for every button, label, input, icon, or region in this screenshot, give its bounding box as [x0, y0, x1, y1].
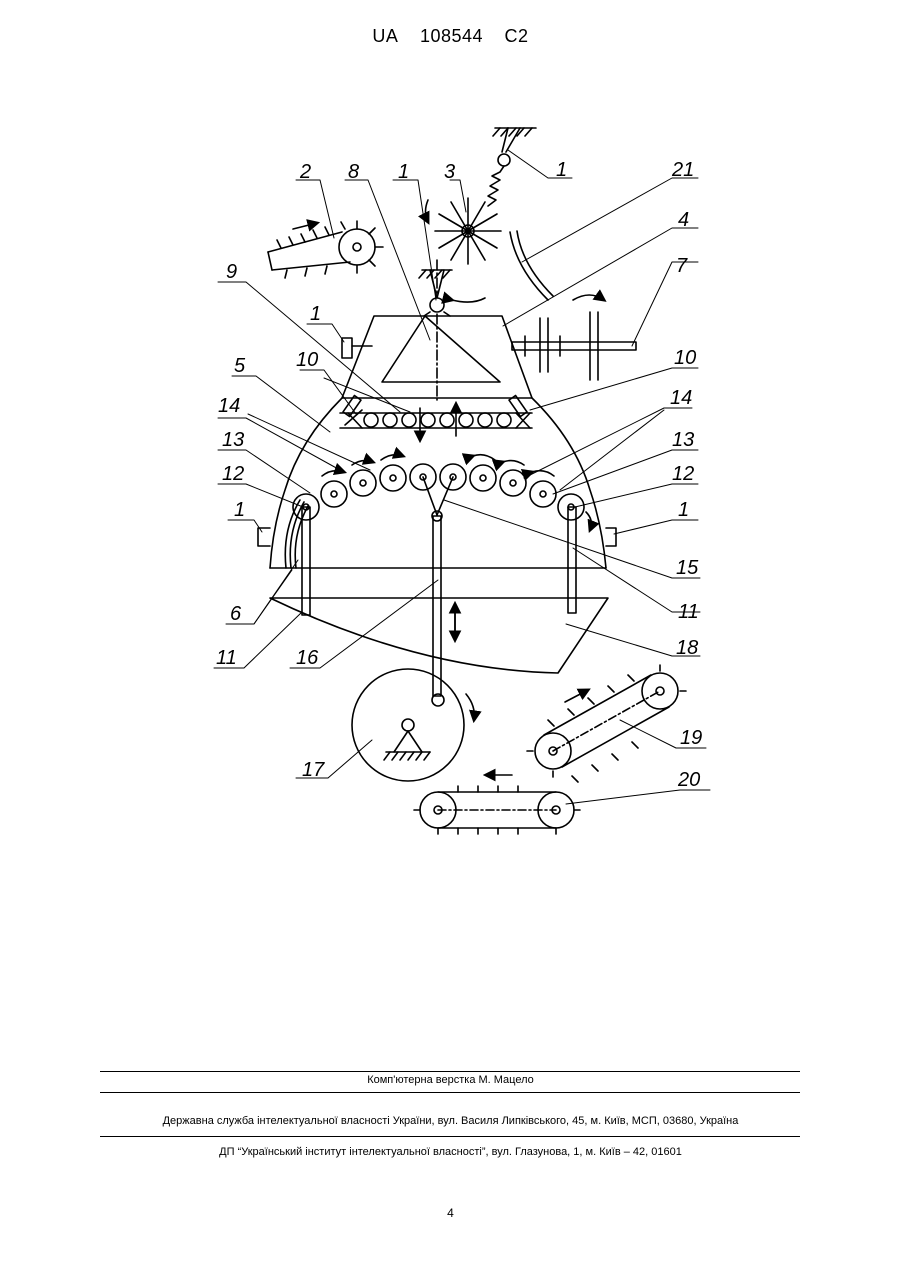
label-1: 1 [556, 159, 567, 181]
ceiling-mount [488, 128, 536, 206]
leader-lines [214, 150, 710, 804]
label-10: 10 [674, 347, 696, 369]
layout-credit: Комп'ютерна верстка М. Мацело [0, 1074, 901, 1086]
feed-conveyor [268, 221, 383, 278]
label-1: 1 [234, 499, 245, 521]
curved-guard [510, 231, 553, 300]
label-14: 14 [670, 387, 692, 409]
label-10: 10 [296, 349, 318, 371]
label-13: 13 [672, 429, 694, 451]
label-11: 11 [678, 601, 699, 623]
lower-roller-row [293, 455, 591, 530]
collection-tray [270, 598, 608, 673]
label-1: 1 [678, 499, 689, 521]
label-17: 17 [302, 759, 325, 781]
crank-wheel [352, 669, 474, 781]
footer-rule [100, 1136, 800, 1137]
page-number: 4 [0, 1206, 901, 1220]
patent-drawing: 2 8 1 3 1 21 4 9 1 7 5 10 10 14 14 13 13… [0, 0, 901, 900]
label-5: 5 [234, 355, 246, 377]
label-13: 13 [222, 429, 244, 451]
hopper-body [342, 260, 532, 400]
label-2: 2 [299, 161, 311, 183]
side-brackets [258, 528, 616, 546]
label-15: 15 [676, 557, 699, 579]
footer-rule [100, 1071, 800, 1072]
label-14: 14 [218, 395, 240, 417]
inclined-conveyor [527, 665, 686, 782]
label-20: 20 [677, 769, 700, 791]
dome-body [270, 398, 606, 568]
label-1: 1 [310, 303, 321, 325]
connecting-rod [423, 477, 455, 706]
label-6: 6 [230, 603, 242, 625]
label-19: 19 [680, 727, 702, 749]
label-12: 12 [222, 463, 244, 485]
label-1: 1 [398, 161, 409, 183]
footer-rule [100, 1092, 800, 1093]
label-16: 16 [296, 647, 319, 669]
left-bracket [342, 338, 372, 358]
upper-roller-grate [340, 396, 532, 440]
label-8: 8 [348, 161, 359, 183]
brush-wheel [426, 198, 502, 264]
drive-shaft [512, 295, 636, 380]
agency-address: Державна служба інтелектуальної власност… [0, 1115, 901, 1127]
bottom-conveyor [414, 775, 580, 834]
label-21: 21 [671, 159, 694, 181]
institute-address: ДП “Український інститут інтелектуальної… [0, 1146, 901, 1158]
label-12: 12 [672, 463, 694, 485]
label-9: 9 [226, 261, 237, 283]
label-7: 7 [676, 255, 688, 277]
label-4: 4 [678, 209, 689, 231]
label-3: 3 [444, 161, 455, 183]
reference-labels: 2 8 1 3 1 21 4 9 1 7 5 10 10 14 14 13 13… [216, 159, 702, 791]
label-18: 18 [676, 637, 698, 659]
label-11: 11 [216, 647, 237, 669]
